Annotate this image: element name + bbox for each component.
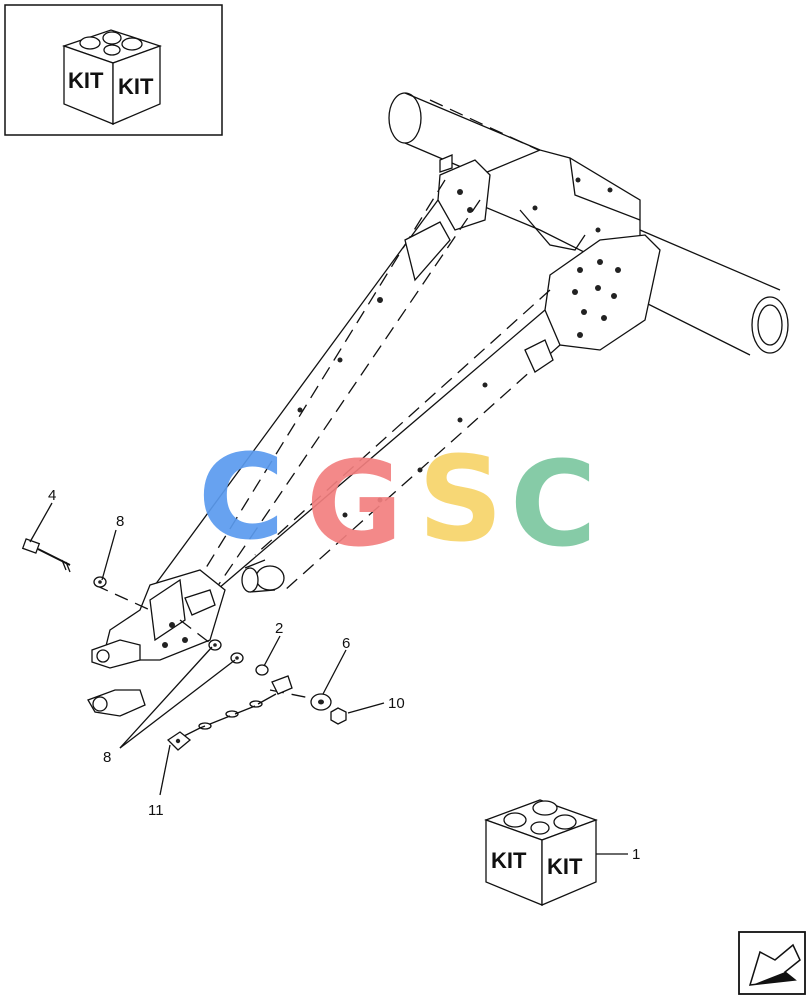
callout-8-top: 8 (116, 513, 124, 530)
callout-10: 10 (388, 695, 405, 712)
callout-2: 2 (275, 620, 283, 637)
callout-1: 1 (632, 846, 640, 863)
large-washer (310, 693, 332, 711)
kit-box-item-1: KIT KIT (484, 799, 598, 906)
lock-nut (330, 707, 347, 725)
hitch-frame-drawing (87, 92, 789, 717)
callout-6: 6 (342, 635, 350, 652)
callout-8-bottom: 8 (103, 749, 111, 766)
tube-end-left (388, 92, 422, 144)
watermark-letter-c1: C (198, 428, 285, 566)
bolt (21, 538, 71, 573)
bushing (255, 664, 269, 676)
watermark-letter-g: G (306, 435, 403, 573)
callout-11: 11 (148, 802, 164, 819)
watermark-letter-s: S (418, 430, 503, 568)
kit-box-icon: KIT KIT (62, 29, 162, 125)
callout-4: 4 (48, 487, 56, 504)
safety-chain (166, 675, 293, 751)
kit-box-label-left: KIT (491, 848, 527, 873)
washer-top (93, 576, 107, 588)
kit-box-label-right: KIT (547, 854, 583, 879)
cgsc-watermark: C G S C (198, 428, 597, 573)
kit-label-left: KIT (68, 68, 104, 93)
plate-holes (572, 259, 621, 338)
next-page-arrow-icon[interactable] (738, 931, 806, 995)
watermark-letter-c2: C (510, 435, 597, 573)
washer-pair (208, 639, 244, 664)
kit-label-right: KIT (118, 74, 154, 99)
kit-panel: KIT KIT (4, 4, 223, 136)
leader-lines (29, 502, 628, 855)
callout-labels: 4 8 2 6 10 8 11 1 (48, 487, 640, 863)
